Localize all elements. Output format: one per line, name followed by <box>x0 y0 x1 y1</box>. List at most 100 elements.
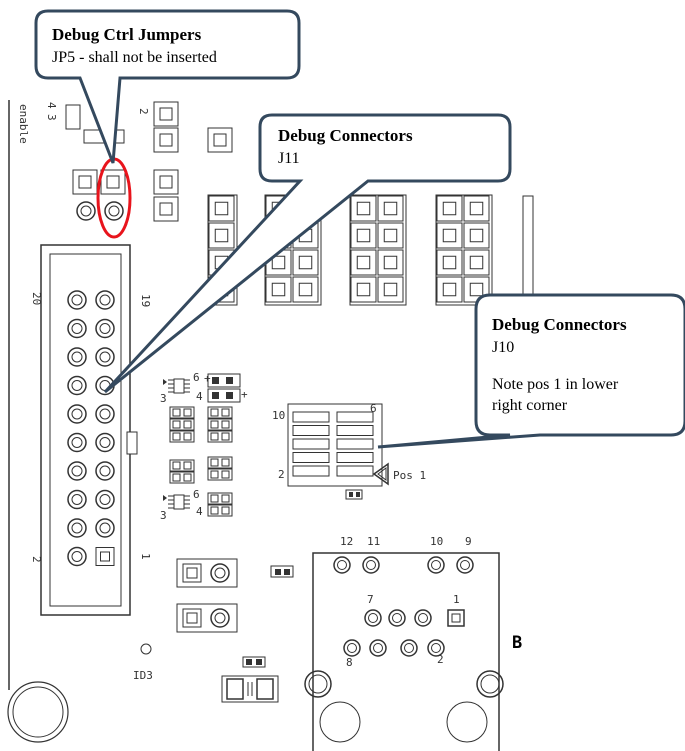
j10-pin-6-label: 6 <box>370 402 377 415</box>
j10-pad <box>336 465 374 477</box>
callout-j10-title: Debug Connectors <box>492 315 627 334</box>
j11-key-notch <box>126 431 138 455</box>
smd-pad-pair <box>207 430 233 443</box>
j11-pin-array <box>67 290 115 567</box>
smd-pad-pair <box>169 406 195 419</box>
j10-pad <box>292 465 330 477</box>
j11-pin-1-square <box>95 547 115 566</box>
rj-pin <box>369 639 387 657</box>
jumper-pin-4-label: 4 <box>45 102 58 109</box>
rj-pin <box>400 639 418 657</box>
rj-mount-pin <box>476 670 504 698</box>
smd-pad-pair <box>207 504 233 517</box>
rj-pin-1-square <box>447 609 465 627</box>
j11-pin <box>67 404 87 424</box>
top-pad-column <box>153 101 233 222</box>
ic-top-pin-4-label: 4 <box>196 390 203 403</box>
pos-1-arrow-inner <box>377 467 387 481</box>
small-ic-bottom <box>163 494 190 510</box>
j10-pad <box>292 411 330 423</box>
ic-bottom-pin-3-label: 3 <box>160 509 167 522</box>
j11-pin <box>95 347 115 367</box>
j11-pin <box>95 489 115 510</box>
j11-pin <box>95 404 115 424</box>
j11-pin <box>67 347 87 367</box>
pos-1-label: Pos 1 <box>393 469 426 482</box>
small-ic-top <box>163 378 190 394</box>
j11-connector-outline <box>40 244 131 616</box>
mounting-hole-inner <box>12 686 64 738</box>
j11-pin <box>67 518 87 538</box>
j11-pin <box>95 432 115 453</box>
j10-pad <box>336 452 374 463</box>
rj-pin-8-label: 8 <box>346 656 353 669</box>
jp5-jumper-pads <box>72 169 126 221</box>
j11-pin <box>95 461 115 481</box>
ic-bottom-pin-6-label: 6 <box>193 488 200 501</box>
b-mark: B <box>512 633 522 653</box>
pos-1-arrow <box>372 462 389 486</box>
pin-header <box>349 194 407 306</box>
j10-pad <box>336 411 374 423</box>
ic-top-pin-6-label: 6 <box>193 371 200 384</box>
j11-pin-2-label: 2 <box>30 556 43 563</box>
rj-connector-outline <box>312 552 500 751</box>
rj-pin-10-label: 10 <box>430 535 443 548</box>
plus-mark: + <box>204 372 211 385</box>
rj-connector-pins <box>333 556 474 657</box>
callout-jumpers <box>34 9 301 164</box>
smd-pad <box>270 565 294 578</box>
smd-pad-pair <box>207 418 233 431</box>
smd-pad-pair <box>207 468 233 481</box>
jp5-highlight-ring <box>96 157 132 239</box>
smd-pad-pair <box>169 471 195 484</box>
j11-pin <box>67 290 87 310</box>
two-pin-header <box>176 603 238 633</box>
j11-pin <box>67 489 87 510</box>
j10-pin-2-label: 2 <box>278 468 285 481</box>
rj-pin-2-label: 2 <box>437 653 444 666</box>
callout-j10 <box>377 293 685 449</box>
id3-test-point <box>140 643 152 655</box>
rj-pin <box>427 556 445 574</box>
j11-pin <box>67 432 87 453</box>
enable-label: enable <box>17 104 30 144</box>
rj-pin <box>388 609 406 627</box>
smd-pad-pair <box>169 418 195 431</box>
callout-j11-title: Debug Connectors <box>278 126 413 145</box>
jumper-pin-2-label: 2 <box>137 108 150 115</box>
callout-j10-text-2: Note pos 1 in lower <box>492 376 619 393</box>
ic-bottom-pin-4-label: 4 <box>196 505 203 518</box>
callout-j10-text-3: right corner <box>492 397 568 414</box>
jumper-pin-3-label: 3 <box>45 114 58 121</box>
rj-alignment-hole <box>319 701 361 743</box>
j10-connector-body <box>287 403 383 487</box>
jumper-outline <box>65 104 81 130</box>
rj-pin <box>414 609 432 627</box>
two-pin-header <box>176 558 238 588</box>
j11-connector-inner <box>49 253 122 607</box>
smd-pad-pair <box>169 430 195 443</box>
callout-jumpers-title: Debug Ctrl Jumpers <box>52 25 202 44</box>
j11-pin <box>67 461 87 481</box>
j11-pin-20-label: 20 <box>30 292 43 305</box>
rj-alignment-hole <box>446 701 488 743</box>
rj-mount-pin <box>304 670 332 698</box>
rj-pin <box>427 639 445 657</box>
rj-pin <box>456 556 474 574</box>
capacitor-footprint <box>221 656 279 703</box>
mounting-hole <box>7 681 69 743</box>
rj-pin-12-label: 12 <box>340 535 353 548</box>
rj-pin <box>343 639 361 657</box>
callout-jumpers-text: JP5 - shall not be inserted <box>52 49 217 66</box>
dual-pad-group <box>207 373 241 403</box>
smd-pad-pair <box>207 492 233 505</box>
j11-pin <box>67 318 87 339</box>
j11-pin-19-label: 19 <box>139 294 152 307</box>
rj-pin-1-label: 1 <box>453 593 460 606</box>
callout-j10-text-1: J10 <box>492 339 514 356</box>
smd-pad <box>345 489 363 500</box>
ic-top-pin-3-label: 3 <box>160 392 167 405</box>
j11-pin <box>67 546 87 567</box>
